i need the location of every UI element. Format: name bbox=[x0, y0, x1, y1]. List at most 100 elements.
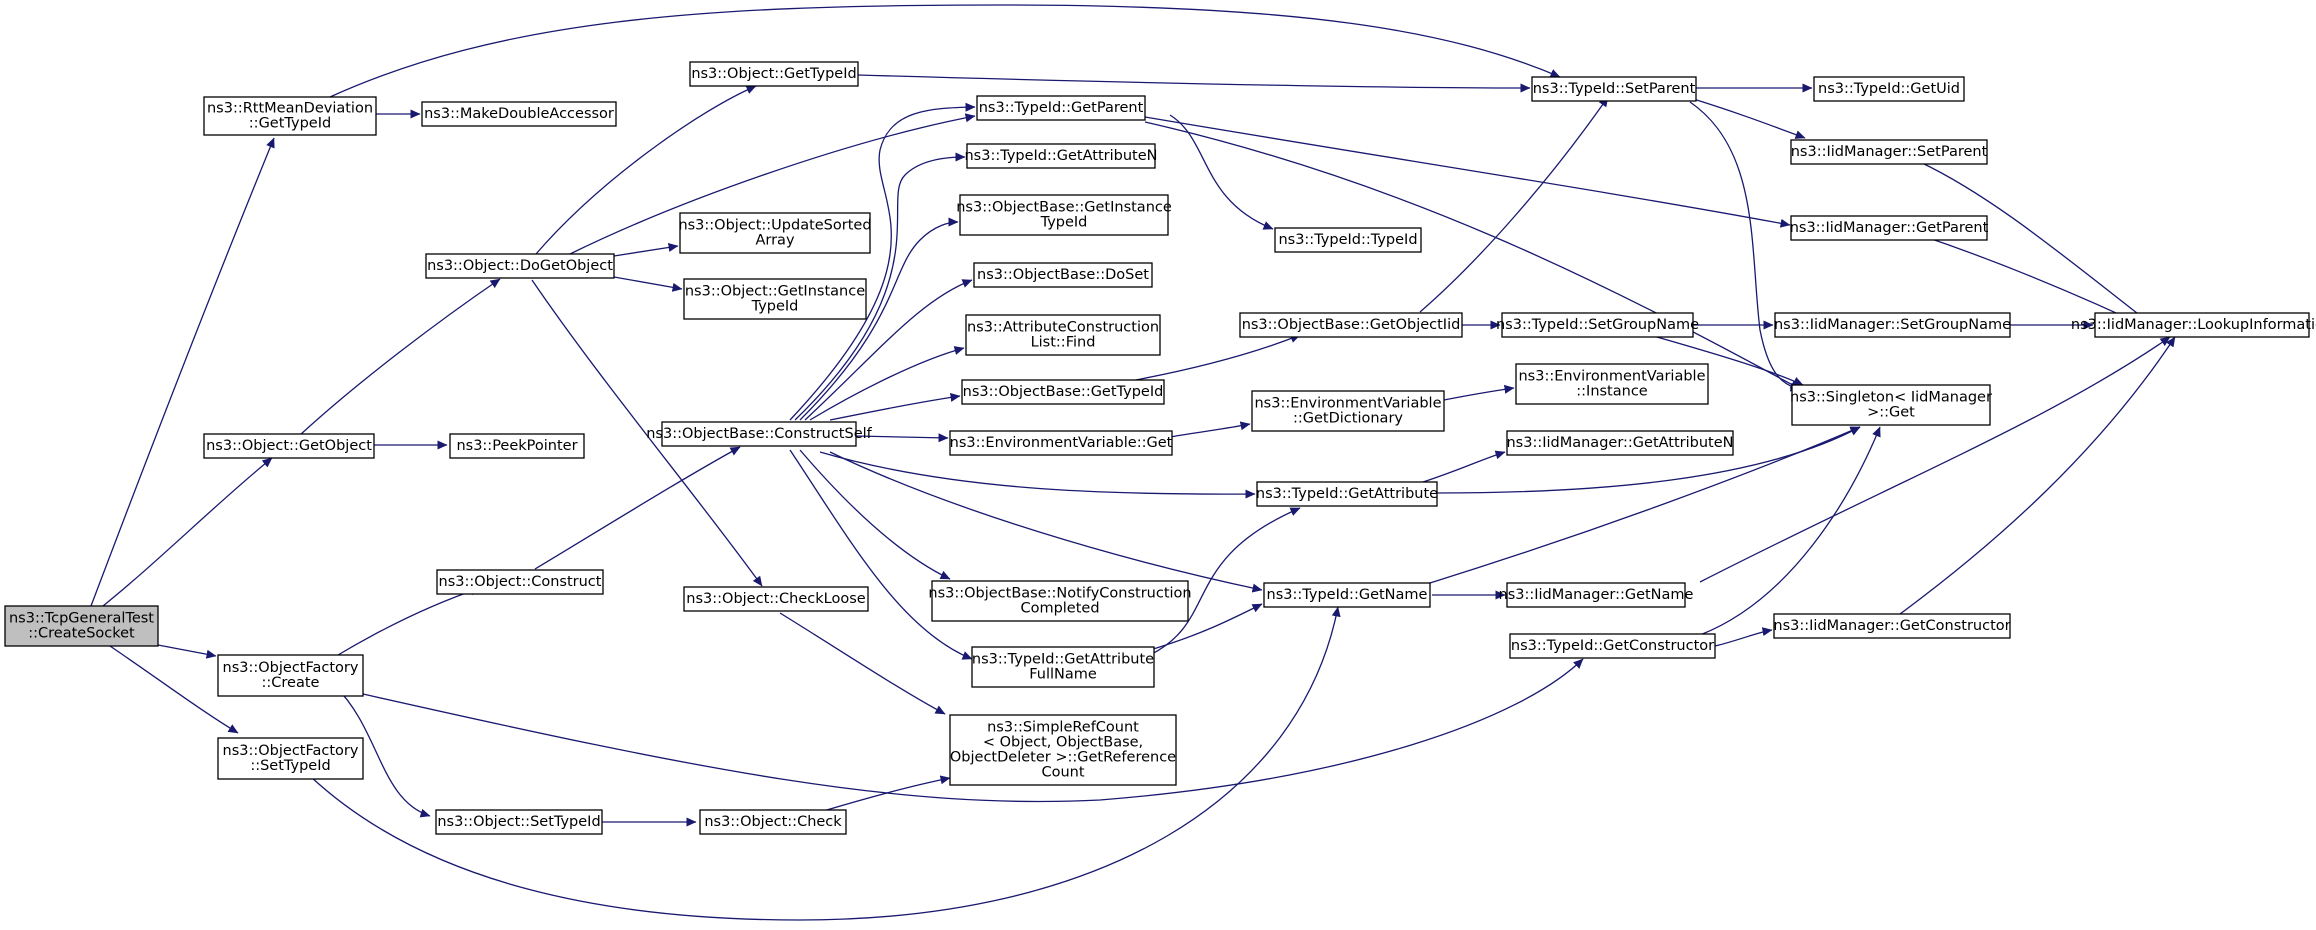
node-label: ns3::TypeId::TypeId bbox=[1278, 232, 1417, 248]
node-label: ns3::IidManager::LookupInformation bbox=[2071, 317, 2316, 333]
edge-constructself-environmentvariableget bbox=[855, 433, 949, 443]
node-iidmanager-getparent[interactable]: ns3::IidManager::GetParent bbox=[1790, 215, 1989, 241]
edge-objectfactorycreate-objectconstruct bbox=[337, 586, 481, 656]
node-label: Completed bbox=[1020, 601, 1099, 617]
node-typeid-setparent[interactable]: ns3::TypeId::SetParent bbox=[1531, 76, 1697, 102]
node-iidmanager-getconstructor[interactable]: ns3::IidManager::GetConstructor bbox=[1773, 613, 2011, 639]
edge-constructself-objectbasenotifyconstructioncompleted bbox=[799, 449, 951, 580]
node-box bbox=[217, 654, 364, 697]
edge-constructself-typeidgetname bbox=[829, 451, 1263, 593]
node-objectbase-constructself[interactable]: ns3::ObjectBase::ConstructSelf bbox=[646, 421, 873, 447]
node-label: ns3::Singleton< IidManager bbox=[1790, 390, 1992, 406]
node-iidmanager-lookupinformation[interactable]: ns3::IidManager::LookupInformation bbox=[2071, 312, 2316, 338]
node-label: ns3::ObjectBase::GetObjectIid bbox=[1242, 317, 1461, 333]
edge-typeidgetname-singletonget bbox=[1429, 426, 1861, 584]
node-typeid-typeid[interactable]: ns3::TypeId::TypeId bbox=[1274, 227, 1422, 253]
node-label: ns3::EnvironmentVariable::Get bbox=[950, 435, 1173, 451]
node-rttmeandeviation-gettypeid[interactable]: ns3::RttMeanDeviation::GetTypeId bbox=[203, 96, 377, 136]
node-object-gettypeid[interactable]: ns3::Object::GetTypeId bbox=[689, 61, 859, 87]
edge-createsocket-objectfactorysettypeid bbox=[109, 645, 239, 734]
node-objectbase-gettypeid[interactable]: ns3::ObjectBase::GetTypeId bbox=[961, 379, 1165, 405]
edge-rttgettypeid-typeidsetparent bbox=[329, 4, 1561, 98]
node-label: ns3::TypeId::SetGroupName bbox=[1496, 317, 1699, 333]
node-label: ns3::Object::Check bbox=[704, 814, 842, 830]
edge-objectgettypeid-typeidsetparent bbox=[857, 74, 1531, 93]
node-objectfactory-create[interactable]: ns3::ObjectFactory::Create bbox=[217, 654, 364, 697]
node-label: ns3::ObjectBase::GetInstance bbox=[956, 200, 1172, 216]
node-objectbase-doset[interactable]: ns3::ObjectBase::DoSet bbox=[973, 262, 1153, 288]
node-iidmanager-getattributen[interactable]: ns3::IidManager::GetAttributeN bbox=[1506, 430, 1734, 456]
node-iidmanager-getname[interactable]: ns3::IidManager::GetName bbox=[1499, 582, 1694, 608]
edge-typeidgetparent-singletonget bbox=[1144, 121, 1801, 390]
node-object-checkloose[interactable]: ns3::Object::CheckLoose bbox=[683, 586, 869, 612]
edge-typeidsetparent-singletonget bbox=[1689, 101, 1801, 392]
node-iidmanager-setgroupname[interactable]: ns3::IidManager::SetGroupName bbox=[1774, 312, 2011, 338]
node-singleton-iidmanager-get[interactable]: ns3::Singleton< IidManager >::Get bbox=[1790, 384, 1992, 426]
node-box bbox=[679, 212, 871, 254]
node-object-dogetobject[interactable]: ns3::Object::DoGetObject bbox=[425, 253, 615, 279]
node-typeid-getattributen[interactable]: ns3::TypeId::GetAttributeN bbox=[964, 143, 1158, 169]
node-box bbox=[1791, 384, 1991, 426]
node-makedoubleaccessor[interactable]: ns3::MakeDoubleAccessor bbox=[421, 101, 617, 127]
node-label: ns3::Object::GetObject bbox=[206, 438, 372, 454]
node-simplerefcount-getreferencecount[interactable]: ns3::SimpleRefCount< Object, ObjectBase,… bbox=[949, 714, 1177, 786]
node-box bbox=[1501, 312, 1694, 338]
edge-typeidgetattribute-singletonget bbox=[1436, 426, 1861, 494]
node-label: >::Get bbox=[1867, 405, 1915, 421]
node-object-getobject[interactable]: ns3::Object::GetObject bbox=[203, 433, 375, 459]
node-label: ns3::TypeId::GetConstructor bbox=[1511, 638, 1714, 654]
node-box bbox=[965, 314, 1161, 356]
node-objectfactory-settypeid[interactable]: ns3::ObjectFactory::SetTypeId bbox=[217, 737, 364, 780]
edge-constructself-objectbasegetinstancetypeid bbox=[799, 217, 959, 421]
edge-objectdogetobject-objectcheckloose bbox=[531, 279, 763, 587]
node-typeid-getuid[interactable]: ns3::TypeId::GetUid bbox=[1813, 76, 1965, 102]
edge-constructself-objectbasedoset bbox=[804, 279, 973, 421]
node-label: ::SetTypeId bbox=[250, 758, 330, 774]
edge-objectconstruct-constructself bbox=[534, 446, 741, 570]
node-box bbox=[661, 421, 857, 447]
edges bbox=[90, 4, 2176, 921]
node-label: ns3::RttMeanDeviation bbox=[207, 101, 373, 117]
node-label: ::GetTypeId bbox=[249, 116, 331, 132]
edge-createsocket-objectgetobject bbox=[102, 457, 273, 607]
node-iidmanager-setparent[interactable]: ns3::IidManager::SetParent bbox=[1790, 139, 1988, 165]
edge-constructself-typeidgetattributefullname bbox=[789, 449, 973, 660]
node-typeid-getname[interactable]: ns3::TypeId::GetName bbox=[1263, 582, 1431, 608]
edge-typeidsetgroupname-singletonget bbox=[1649, 334, 1804, 386]
edge-objectfactorysettypeid-typeidgetname bbox=[309, 606, 1341, 921]
node-object-check[interactable]: ns3::Object::Check bbox=[699, 809, 847, 835]
node-label: ns3::TypeId::GetUid bbox=[1818, 81, 1960, 97]
node-typeid-getattribute[interactable]: ns3::TypeId::GetAttribute bbox=[1256, 481, 1438, 507]
node-environmentvariable-getdictionary[interactable]: ns3::EnvironmentVariable::GetDictionary bbox=[1251, 390, 1445, 432]
node-label: ns3::Object::SetTypeId bbox=[437, 814, 600, 830]
node-label: ns3::ObjectFactory bbox=[223, 660, 359, 676]
node-createsocket[interactable]: ns3::TcpGeneralTest::CreateSocket bbox=[4, 605, 159, 647]
node-label: ns3::AttributeConstruction bbox=[967, 320, 1159, 336]
node-box bbox=[1506, 430, 1734, 456]
node-typeid-getparent[interactable]: ns3::TypeId::GetParent bbox=[976, 95, 1146, 121]
node-box bbox=[959, 194, 1169, 236]
node-objectbase-getobjectiid[interactable]: ns3::ObjectBase::GetObjectIid bbox=[1239, 312, 1463, 338]
node-objectbase-notifyconstructioncompleted[interactable]: ns3::ObjectBase::NotifyConstructionCompl… bbox=[928, 580, 1192, 622]
node-peekpointer[interactable]: ns3::PeekPointer bbox=[449, 433, 585, 459]
node-object-construct[interactable]: ns3::Object::Construct bbox=[436, 569, 604, 595]
node-typeid-getconstructor[interactable]: ns3::TypeId::GetConstructor bbox=[1509, 633, 1716, 659]
edge-createsocket-rttgettypeid bbox=[90, 137, 275, 607]
node-environmentvariable-instance[interactable]: ns3::EnvironmentVariable::Instance bbox=[1515, 363, 1709, 405]
node-box bbox=[203, 96, 377, 136]
node-box bbox=[421, 101, 617, 127]
node-object-settypeid[interactable]: ns3::Object::SetTypeId bbox=[435, 809, 603, 835]
node-box bbox=[1256, 481, 1438, 507]
node-label: < Object, ObjectBase, bbox=[983, 735, 1143, 751]
node-label: ns3::IidManager::SetGroupName bbox=[1774, 317, 2011, 333]
node-environmentvariable-get[interactable]: ns3::EnvironmentVariable::Get bbox=[949, 430, 1173, 456]
edge-typeidgetattributefullname-typeidgetattribute bbox=[1149, 507, 1301, 656]
node-label: ns3::ObjectBase::ConstructSelf bbox=[646, 426, 872, 442]
node-typeid-setgroupname[interactable]: ns3::TypeId::SetGroupName bbox=[1496, 312, 1699, 338]
